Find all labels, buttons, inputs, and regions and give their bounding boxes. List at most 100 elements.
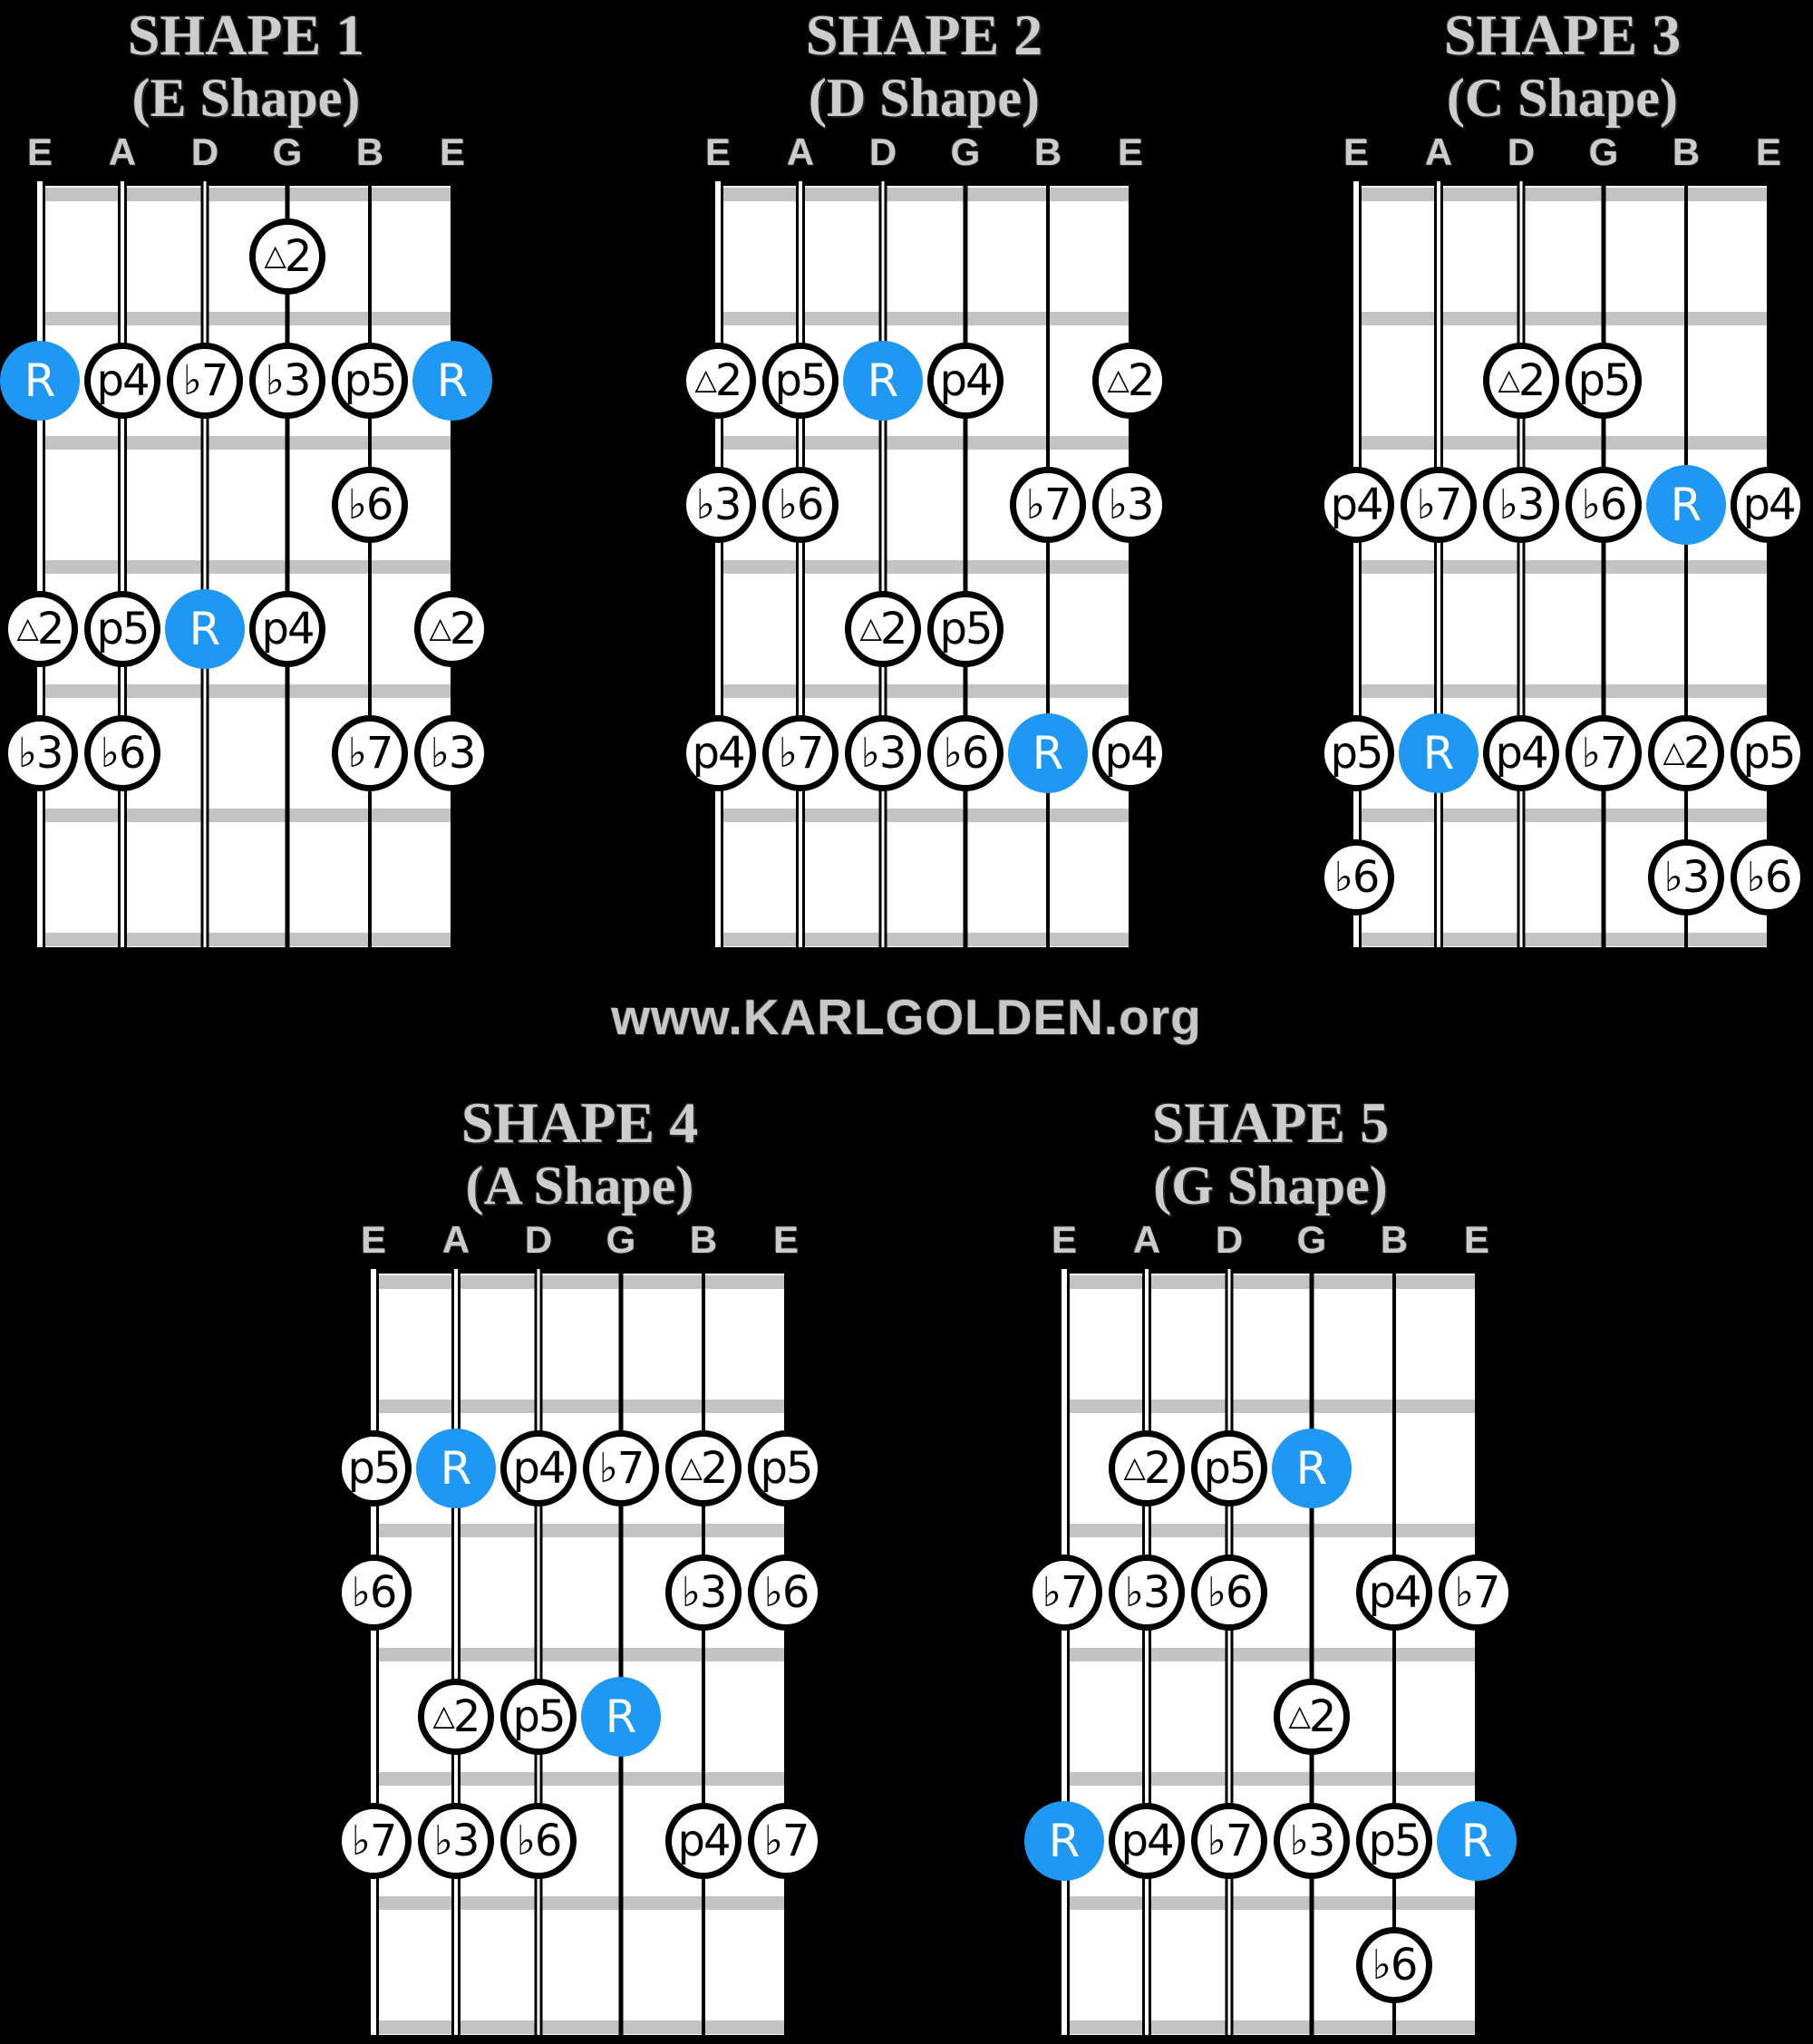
note-p5: p5 [927,591,1003,667]
note-p4: p4 [680,715,756,791]
shape-subtitle: (C Shape) [1446,68,1679,128]
note-p4: p4 [1318,467,1394,543]
fret-bar-5 [373,1896,786,1910]
string-label-4-G: G [272,131,303,173]
note-b7: ♭7 [1401,467,1477,543]
string-6-E [1767,181,1770,947]
fret-bar-2 [718,436,1130,450]
shape-title: SHAPE 4 [461,1090,699,1155]
note-b7: ♭7 [335,1803,412,1879]
string-label-6-E: E [1755,131,1782,173]
flat-symbol: ♭ [1454,1568,1474,1617]
flat-symbol: ♭ [351,1816,371,1865]
root-note: R [1437,1801,1517,1881]
root-note: R [0,341,80,421]
flat-symbol: ♭ [1108,480,1128,529]
note-b3: ♭3 [2,715,78,791]
string-label-1-E: E [26,131,53,173]
fret-bar-4 [718,684,1130,698]
note-b6: ♭6 [1356,1927,1432,2003]
note-p4: p4 [1483,715,1559,791]
fret-bar-6 [373,2020,786,2034]
shape-title: SHAPE 1 [127,3,365,67]
fret-bar-1 [1356,312,1769,325]
string-1-E [713,181,723,947]
flat-symbol: ♭ [695,480,715,529]
string-6-E [1129,181,1132,947]
flat-symbol: ♭ [1207,1816,1226,1865]
flat-symbol: ♭ [598,1444,618,1493]
string-label-3-D: D [1215,1218,1244,1261]
string-label-2-A: A [786,131,815,173]
note-p5: p5 [335,1430,412,1506]
root-note: R [416,1429,496,1508]
string-5-B [368,181,372,947]
string-label-6-E: E [439,131,466,173]
string-label-5-B: B [689,1218,718,1261]
note-p4: p4 [1731,467,1807,543]
note-p5: p5 [500,1679,577,1755]
note-b7: ♭7 [762,715,839,791]
fret-bar-5 [718,809,1130,822]
note-maj2: △2 [1109,1430,1185,1506]
fret-bar-6 [1356,933,1769,946]
string-label-2-A: A [1132,1218,1161,1261]
flat-symbol: ♭ [430,729,450,778]
flat-symbol: ♭ [943,729,963,778]
note-b3: ♭3 [249,343,325,419]
flat-symbol: ♭ [1124,1568,1144,1617]
triangle-symbol: △ [1123,1451,1146,1485]
note-b6: ♭6 [332,467,408,543]
string-3-D [200,181,209,947]
flat-symbol: ♭ [1416,480,1436,529]
fret-bar-3 [40,560,452,574]
shape-subtitle: (G Shape) [1153,1156,1388,1216]
fret-bar-0 [718,188,1130,201]
string-label-3-D: D [524,1218,553,1261]
flat-symbol: ♭ [265,356,285,405]
flat-symbol: ♭ [778,480,798,529]
string-label-2-A: A [108,131,137,173]
nut-line [372,1269,788,1274]
note-b6: ♭6 [1566,467,1642,543]
string-5-B [1684,181,1688,947]
root-note: R [1272,1429,1352,1508]
fret-bar-5 [1356,809,1769,822]
shape-title: SHAPE 5 [1151,1090,1390,1155]
string-label-3-D: D [190,131,219,173]
fret-bar-5 [1064,1896,1477,1910]
fret-bar-2 [1356,436,1769,450]
triangle-symbol: △ [1288,1700,1311,1733]
note-maj2: △2 [845,591,921,667]
note-maj2: △2 [1274,1679,1350,1755]
string-2-A [451,1269,461,2035]
string-4-G [1309,1269,1314,2035]
triangle-symbol: △ [429,612,451,645]
note-b3: ♭3 [1092,467,1168,543]
triangle-symbol: △ [1663,736,1685,770]
note-b6: ♭6 [927,715,1003,791]
flat-symbol: ♭ [1498,480,1518,529]
note-maj2: △2 [418,1679,494,1755]
string-2-A [796,181,805,947]
note-p4: p4 [1092,715,1168,791]
note-p4: p4 [1109,1803,1185,1879]
note-b7: ♭7 [1191,1803,1267,1879]
nut-line [38,181,454,186]
flat-symbol: ♭ [1581,480,1601,529]
note-p5: p5 [1356,1803,1432,1879]
note-b3: ♭3 [1109,1555,1185,1631]
string-label-2-A: A [1424,131,1453,173]
string-6-E [784,1269,788,2035]
note-b6: ♭6 [84,715,160,791]
root-note: R [1024,1801,1104,1881]
fret-bar-1 [1064,1400,1477,1413]
note-p5: p5 [1318,715,1394,791]
note-p4: p4 [927,343,1003,419]
